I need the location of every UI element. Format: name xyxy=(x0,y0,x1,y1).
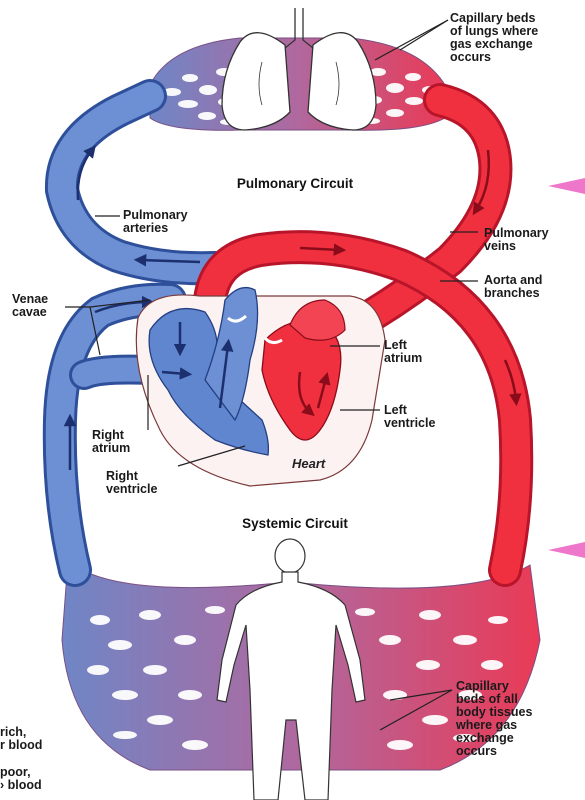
heart xyxy=(136,288,385,486)
capillary-lungs-label: Capillary beds of lungs where gas exchan… xyxy=(450,12,538,64)
pointer-marker-bottom xyxy=(548,542,585,558)
right-atrium-label: Right atrium xyxy=(92,429,130,455)
venae-cavae-label: Venae cavae xyxy=(12,293,48,319)
lung-capillary-bed xyxy=(150,38,445,130)
left-ventricle-label: Left ventricle xyxy=(384,404,435,430)
systemic-circuit-title: Systemic Circuit xyxy=(205,516,385,531)
pulmonary-veins-label: Pulmonary veins xyxy=(484,227,549,253)
right-ventricle-label: Right ventricle xyxy=(106,470,157,496)
legend-oxygen-poor: poor, › blood xyxy=(0,766,42,792)
left-atrium-label: Left atrium xyxy=(384,339,422,365)
heart-label: Heart xyxy=(292,456,325,471)
pulmonary-circuit-title: Pulmonary Circuit xyxy=(205,176,385,191)
capillary-body-label: Capillary beds of all body tissues where… xyxy=(456,680,532,758)
pulmonary-arteries-label: Pulmonary arteries xyxy=(123,209,188,235)
legend-oxygen-rich: rich, r blood xyxy=(0,726,42,752)
aorta-label: Aorta and branches xyxy=(484,274,542,300)
pointer-marker-top xyxy=(548,178,585,194)
